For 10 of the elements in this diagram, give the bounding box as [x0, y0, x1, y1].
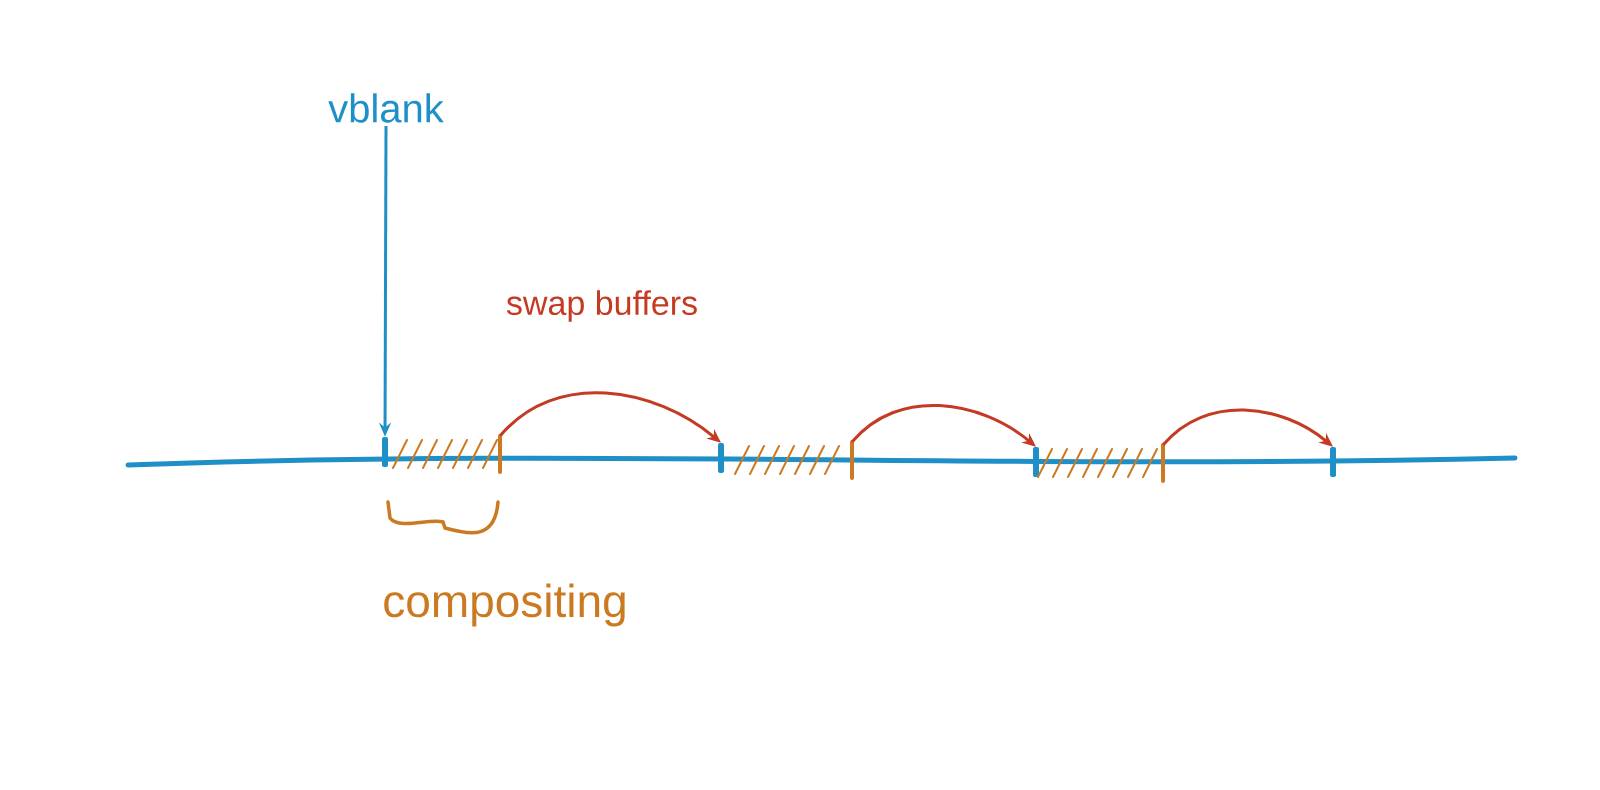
- tick-mark: [718, 443, 724, 473]
- compositing-label: compositing: [384, 583, 625, 627]
- tick-mark: [1033, 447, 1039, 477]
- tick-mark: [1330, 447, 1336, 477]
- vblank-label: vblank: [328, 93, 444, 123]
- hatched-interval: [734, 440, 854, 480]
- hatched-interval: [392, 434, 502, 474]
- hatched-interval: [1037, 443, 1165, 483]
- tick-mark: [382, 437, 388, 467]
- swap-buffers-label: swap buffers: [506, 290, 697, 322]
